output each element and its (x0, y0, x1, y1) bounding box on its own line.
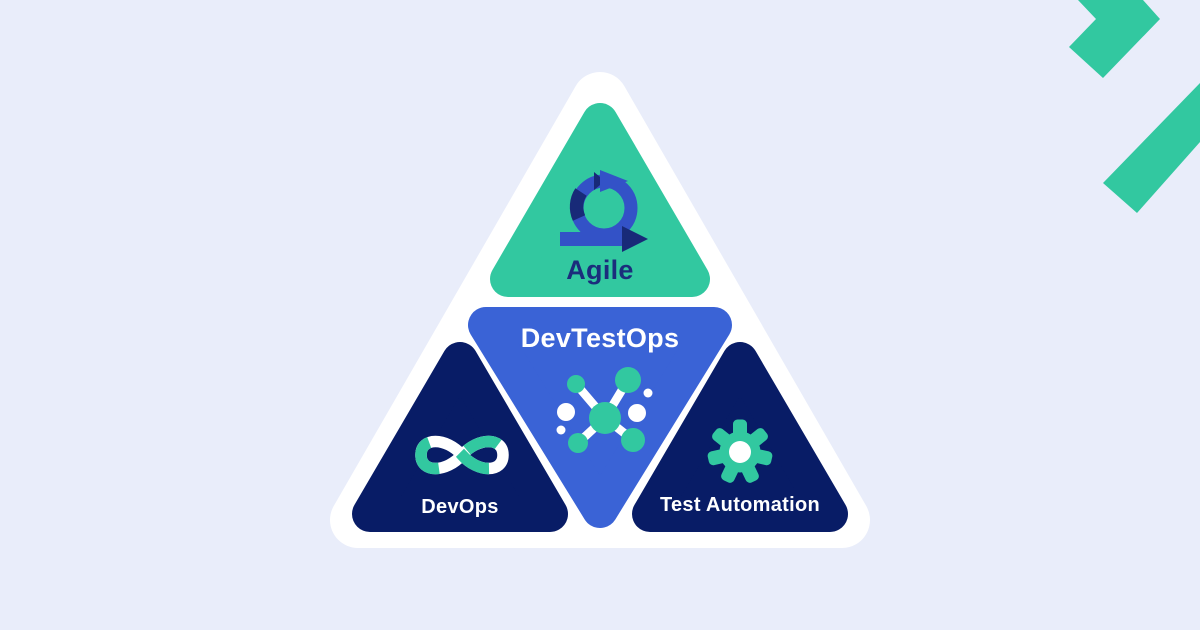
agile-label: Agile (566, 255, 634, 285)
devops-label: DevOps (421, 496, 499, 518)
agile-sprint-icon (560, 170, 648, 252)
chevron-arrow-icon (1069, 0, 1160, 78)
devops-infinity-icon (415, 435, 509, 475)
gear-icon (707, 419, 773, 483)
diagonal-stripe-shape (1103, 83, 1200, 213)
test-automation-label: Test Automation (659, 494, 821, 516)
devops-triangle (352, 342, 568, 532)
devtestops-label: DevTestOps (520, 323, 680, 353)
network-nodes-icon (556, 367, 653, 453)
